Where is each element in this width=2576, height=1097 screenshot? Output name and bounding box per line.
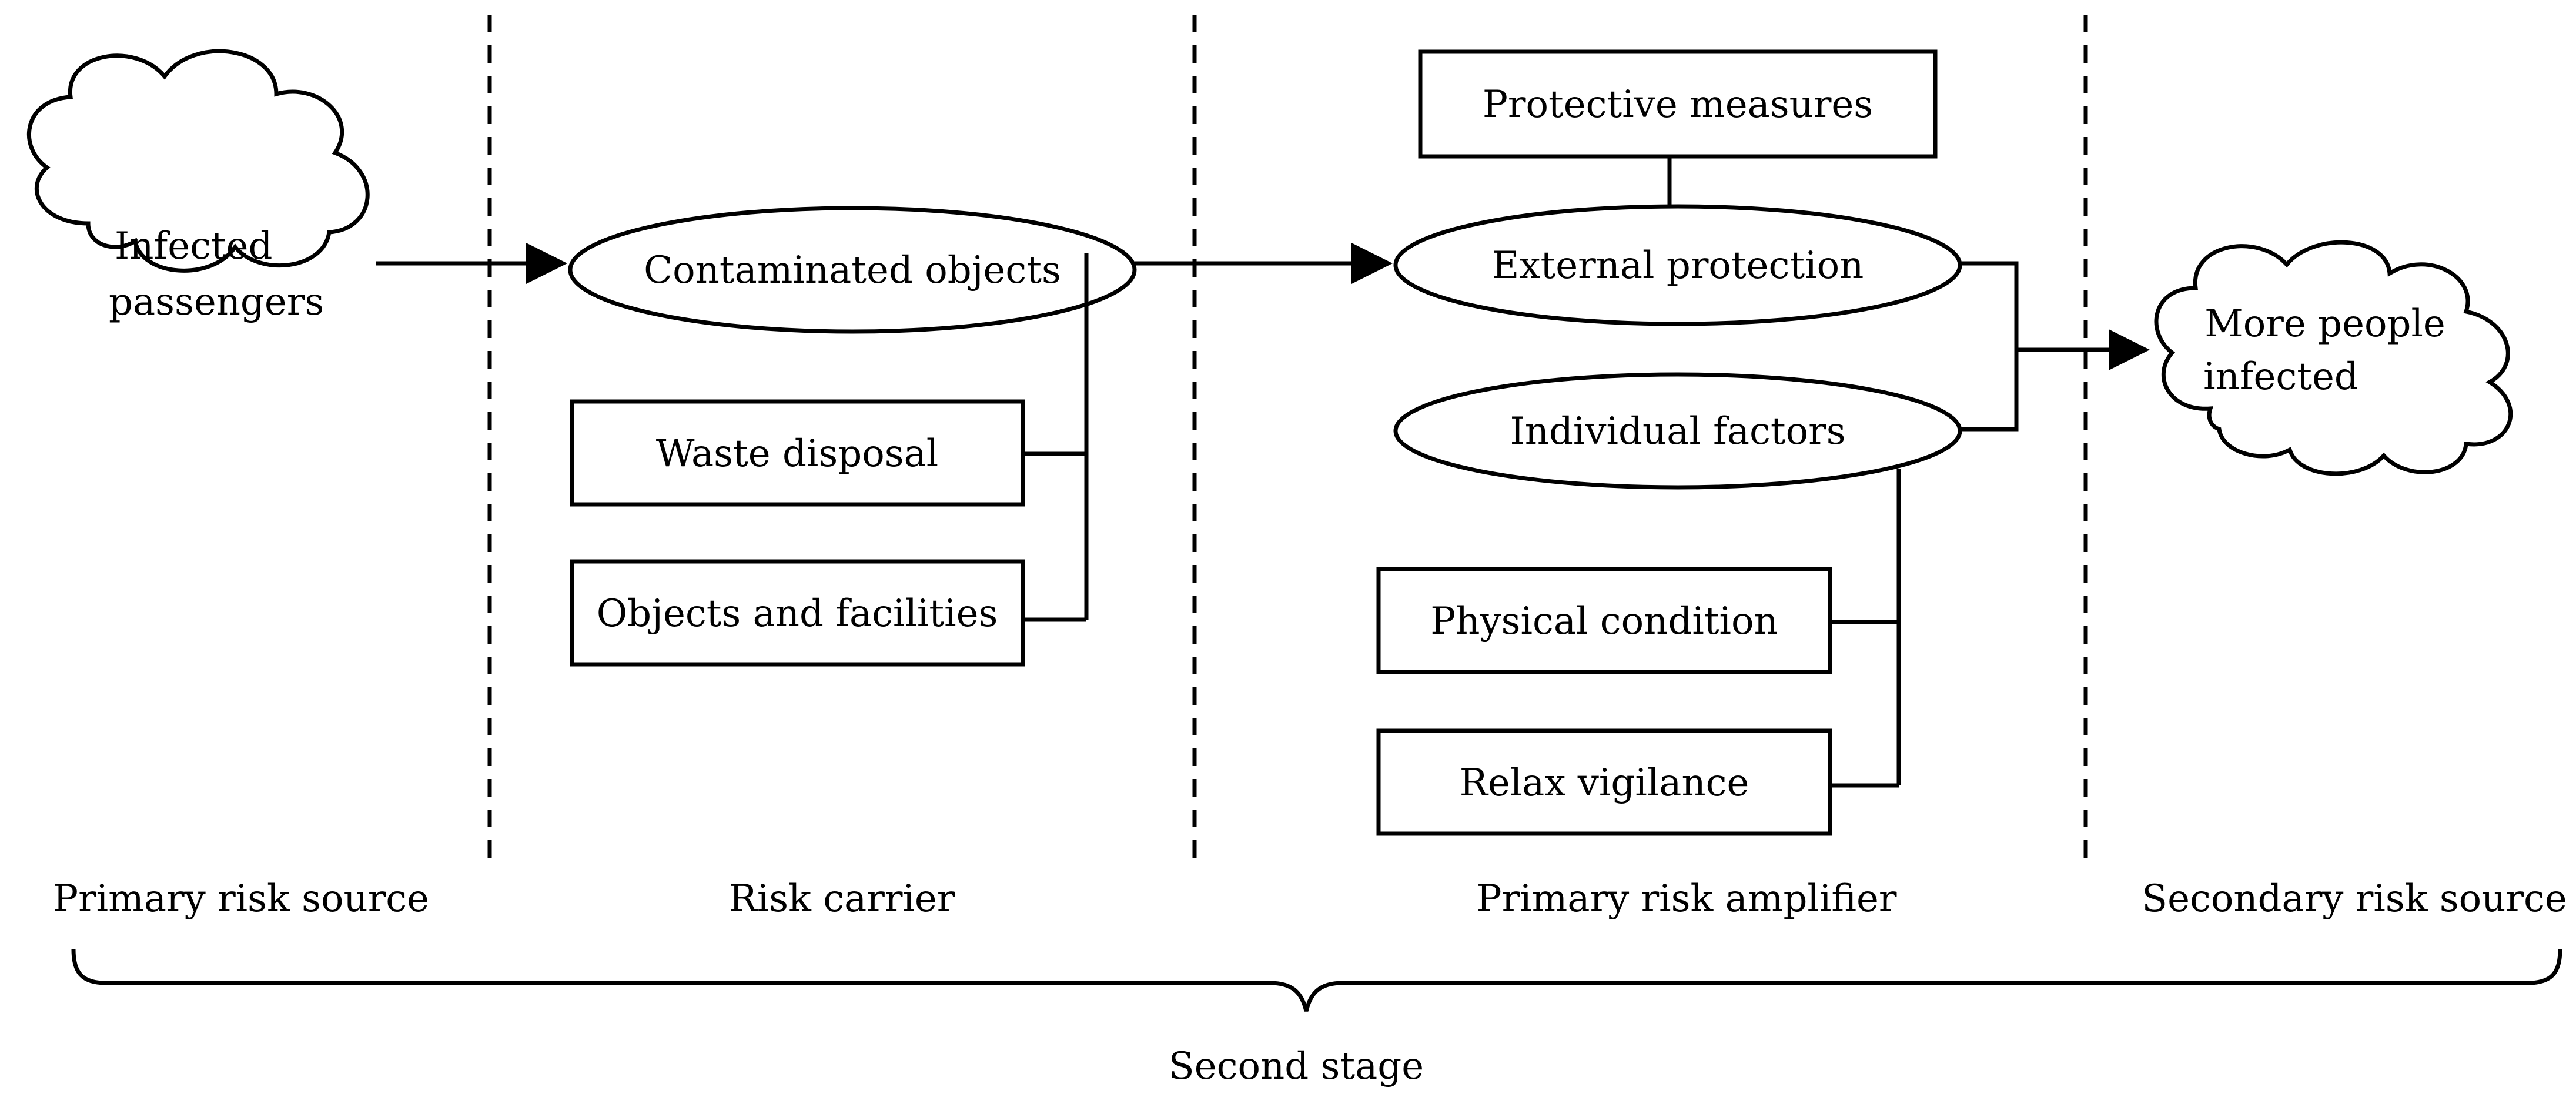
section-label-secondary-source: Secondary risk source xyxy=(2142,877,2567,921)
objects-facilities-label: Objects and facilities xyxy=(597,592,998,636)
physical-condition-node: Physical condition xyxy=(1376,567,1832,674)
objects-facilities-node: Objects and facilities xyxy=(570,559,1025,667)
protective-measures-node: Protective measures xyxy=(1418,49,1938,159)
stage-label: Second stage xyxy=(1169,1045,1424,1088)
connector-amplifier-merge xyxy=(1960,261,2019,432)
stage-brace xyxy=(71,949,2562,1012)
waste-disposal-node: Waste disposal xyxy=(570,399,1025,507)
infected-passengers-cloud: Infected passengers xyxy=(26,49,370,324)
infected-passengers-line1: Infected xyxy=(115,225,272,268)
relax-vigilance-node: Relax vigilance xyxy=(1376,728,1832,836)
more-people-infected-line1: More people xyxy=(2204,302,2445,346)
external-protection-label: External protection xyxy=(1492,244,1864,287)
more-people-infected-cloud: More people infected xyxy=(2154,240,2513,476)
section-label-primary-source: Primary risk source xyxy=(53,877,429,921)
waste-disposal-label: Waste disposal xyxy=(656,432,938,476)
physical-condition-label: Physical condition xyxy=(1430,600,1778,643)
relax-vigilance-label: Relax vigilance xyxy=(1460,761,1749,805)
individual-factors-label: Individual factors xyxy=(1510,410,1845,453)
external-protection-node: External protection xyxy=(1393,204,1962,326)
more-people-infected-line2: infected xyxy=(2203,355,2358,399)
individual-factors-node: Individual factors xyxy=(1393,372,1962,490)
contaminated-objects-node: Contaminated objects xyxy=(568,206,1137,334)
section-label-primary-amplifier: Primary risk amplifier xyxy=(1477,877,1897,921)
infected-passengers-line2: passengers xyxy=(109,280,324,324)
protective-measures-label: Protective measures xyxy=(1483,83,1873,126)
section-label-risk-carrier: Risk carrier xyxy=(729,877,955,921)
contaminated-objects-label: Contaminated objects xyxy=(644,249,1061,292)
